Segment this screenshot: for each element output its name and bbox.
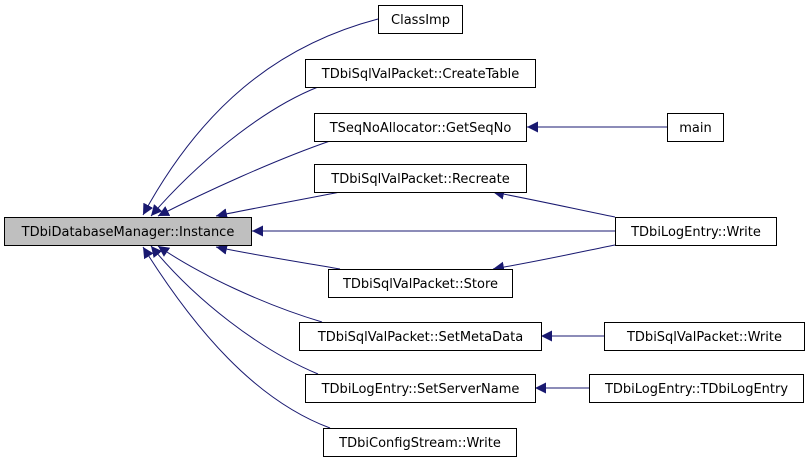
node-box (314, 113, 527, 142)
node-createtable[interactable]: TDbiSqlValPacket::CreateTable (305, 59, 536, 88)
node-box (323, 428, 517, 457)
node-box (328, 269, 513, 298)
node-box (615, 217, 777, 246)
node-label: TDbiSqlValPacket::Store (342, 277, 498, 292)
node-box (299, 322, 542, 351)
node-box (305, 59, 536, 88)
node-box (378, 5, 463, 34)
edge-configwrite-to-instance (142, 246, 331, 429)
node-label: TDbiConfigStream::Write (338, 436, 501, 451)
node-valwrite[interactable]: TDbiSqlValPacket::Write (604, 322, 805, 351)
node-label: ClassImp (391, 13, 450, 28)
node-store[interactable]: TDbiSqlValPacket::Store (328, 269, 513, 298)
node-label: main (679, 121, 711, 136)
node-configwrite[interactable]: TDbiConfigStream::Write (323, 428, 517, 457)
edge-logwrite-to-recreate (492, 188, 616, 218)
node-main[interactable]: main (667, 113, 724, 142)
node-box (314, 164, 527, 193)
node-box (589, 374, 804, 403)
edge-store-to-instance (215, 243, 341, 270)
node-label: TSeqNoAllocator::GetSeqNo (329, 121, 512, 136)
node-classimp[interactable]: ClassImp (378, 5, 463, 34)
node-label: TDbiSqlValPacket::CreateTable (321, 67, 520, 82)
node-box (604, 322, 805, 351)
node-label: TDbiSqlValPacket::Write (626, 330, 782, 345)
edge-setservername-to-instance (150, 245, 319, 375)
node-logctor[interactable]: TDbiLogEntry::TDbiLogEntry (589, 374, 804, 403)
edges (142, 18, 667, 429)
node-label: TDbiLogEntry::Write (630, 225, 761, 240)
edge-setmetadata-to-instance (157, 245, 323, 323)
node-label: TDbiLogEntry::TDbiLogEntry (604, 382, 788, 397)
node-getseqno[interactable]: TSeqNoAllocator::GetSeqNo (314, 113, 527, 142)
node-setmetadata[interactable]: TDbiSqlValPacket::SetMetaData (299, 322, 542, 351)
node-label: TDbiDatabaseManager::Instance (21, 225, 235, 240)
node-box (667, 113, 724, 142)
node-instance[interactable]: TDbiDatabaseManager::Instance (4, 217, 252, 246)
edge-recreate-to-instance (215, 191, 341, 220)
node-setservername[interactable]: TDbiLogEntry::SetServerName (305, 374, 536, 403)
edge-classimp-to-instance (142, 18, 379, 216)
node-label: TDbiSqlValPacket::Recreate (330, 172, 509, 187)
edge-getseqno-to-instance (157, 140, 331, 217)
node-box (305, 374, 536, 403)
edge-createtable-to-instance (150, 86, 319, 217)
nodes: TDbiDatabaseManager::Instance ClassImpTDb… (4, 5, 805, 457)
node-box (4, 217, 252, 246)
edge-logwrite-to-store (492, 244, 616, 273)
node-recreate[interactable]: TDbiSqlValPacket::Recreate (314, 164, 527, 193)
node-label: TDbiSqlValPacket::SetMetaData (317, 330, 523, 345)
node-logwrite[interactable]: TDbiLogEntry::Write (615, 217, 777, 246)
node-label: TDbiLogEntry::SetServerName (321, 382, 520, 397)
